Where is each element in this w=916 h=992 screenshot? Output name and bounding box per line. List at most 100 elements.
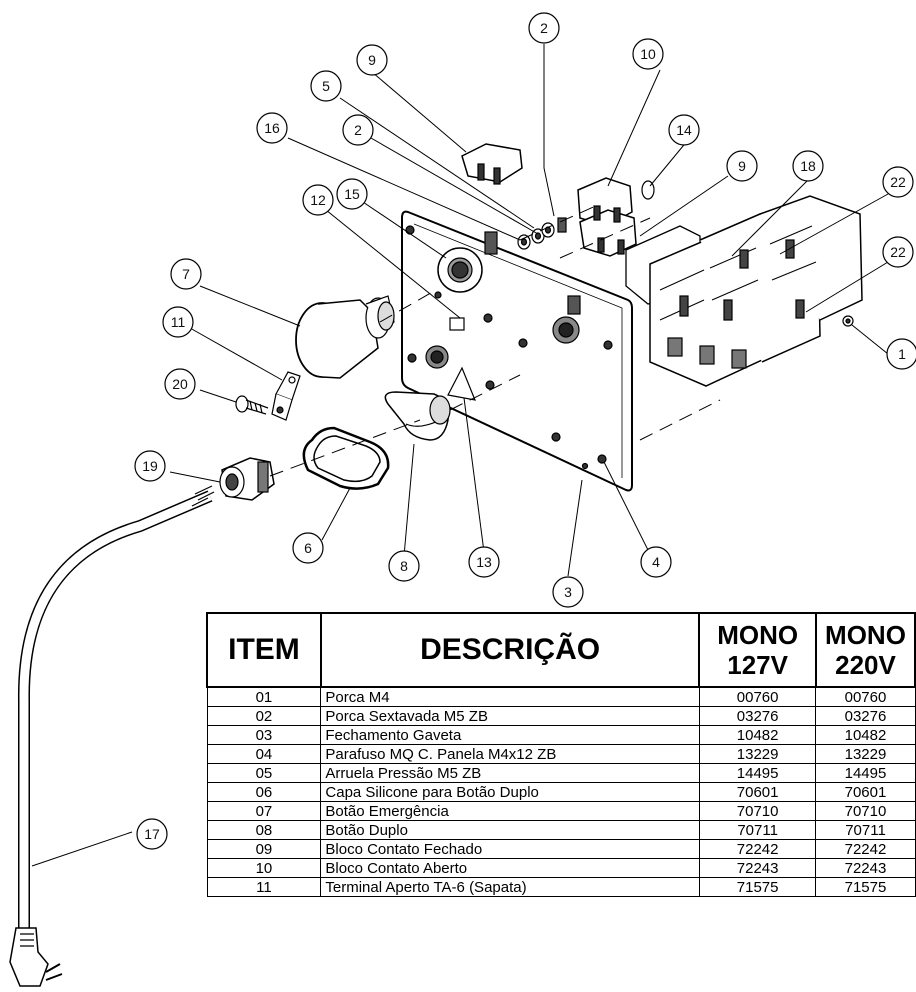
assembly-lines (269, 203, 721, 477)
item-balloon-circle (336, 178, 368, 210)
description-cell: Fechamento Gaveta (320, 725, 700, 745)
item-balloon-circle (164, 368, 196, 400)
item-balloon-number: 3 (564, 584, 572, 600)
item-balloon-number: 18 (800, 158, 816, 174)
contact-blocks-part (577, 177, 655, 257)
description-column-header: DESCRIÇÃO (319, 612, 701, 688)
mono-220v-header-line1: MONO (825, 620, 906, 650)
code-127v-cell: 70710 (698, 801, 817, 821)
item-balloon-circle (468, 546, 500, 578)
item-balloon-number: 22 (890, 174, 906, 190)
item-cell: 03 (206, 725, 322, 745)
item-balloon-number: 19 (142, 458, 158, 474)
item-balloon-circle (632, 38, 664, 70)
item-balloon: 9 (726, 150, 758, 182)
cable-gland-part (219, 457, 275, 501)
description-cell: Terminal Aperto TA-6 (Sapata) (320, 877, 700, 897)
code-127v-cell: 00760 (698, 686, 817, 707)
item-cell: 06 (206, 782, 322, 802)
item-balloon-number: 8 (400, 558, 408, 574)
item-balloon-circle (552, 576, 584, 608)
item-balloon: 14 (668, 114, 700, 146)
item-balloon-number: 2 (540, 20, 548, 36)
item-balloon-circle (170, 258, 202, 290)
code-127v-cell: 70711 (698, 820, 817, 840)
mono-127v-column-header: MONO 127V (698, 612, 817, 688)
item-balloon-number: 16 (264, 120, 280, 136)
code-220v-cell: 70601 (815, 782, 916, 802)
silicone-cap-part (302, 426, 390, 490)
item-balloon-circle (882, 166, 914, 198)
item-balloon: 13 (468, 546, 500, 578)
item-balloon: 12 (302, 184, 334, 216)
item-balloon-number: 14 (676, 122, 692, 138)
item-balloon: 19 (134, 450, 166, 482)
code-127v-cell: 70601 (698, 782, 817, 802)
double-button-part (384, 391, 451, 441)
item-balloon: 16 (256, 112, 288, 144)
item-balloon-number: 20 (172, 376, 188, 392)
item-balloon-number: 1 (898, 346, 906, 362)
item-balloon-circle (726, 150, 758, 182)
item-balloon-circle (388, 550, 420, 582)
item-cell: 08 (206, 820, 322, 840)
item-balloon: 15 (336, 178, 368, 210)
item-cell: 11 (206, 877, 322, 897)
item-balloon-number: 6 (304, 540, 312, 556)
code-127v-cell: 71575 (698, 877, 817, 897)
contactors-part (625, 195, 863, 387)
item-balloon: 2 (342, 114, 374, 146)
item-balloon-number: 9 (368, 52, 376, 68)
item-balloon-circle (134, 450, 166, 482)
item-balloon-circle (342, 114, 374, 146)
description-cell: Botão Duplo (320, 820, 700, 840)
code-220v-cell: 13229 (815, 744, 916, 764)
description-cell: Capa Silicone para Botão Duplo (320, 782, 700, 802)
item-balloon: 3 (552, 576, 584, 608)
item-balloon-circle (528, 12, 560, 44)
item-balloon-number: 4 (652, 554, 660, 570)
code-220v-cell: 14495 (815, 763, 916, 783)
item-balloon: 20 (164, 368, 196, 400)
code-220v-cell: 72242 (815, 839, 916, 859)
item-balloon-circle (668, 114, 700, 146)
description-cell: Botão Emergência (320, 801, 700, 821)
item-balloon-circle (310, 70, 342, 102)
code-220v-cell: 71575 (815, 877, 916, 897)
description-cell: Parafuso MQ C. Panela M4x12 ZB (320, 744, 700, 764)
item-balloon-circle (292, 532, 324, 564)
item-balloon-number: 11 (171, 314, 186, 330)
code-220v-cell: 03276 (815, 706, 916, 726)
code-127v-cell: 72243 (698, 858, 817, 878)
item-balloon: 6 (292, 532, 324, 564)
description-cell: Arruela Pressão M5 ZB (320, 763, 700, 783)
item-cell: 04 (206, 744, 322, 764)
item-balloon-number: 13 (476, 554, 492, 570)
description-cell: Bloco Contato Fechado (320, 839, 700, 859)
item-balloon-number: 10 (640, 46, 656, 62)
item-balloon-circle (882, 236, 914, 268)
item-cell: 07 (206, 801, 322, 821)
item-balloon: 22 (882, 236, 914, 268)
code-220v-cell: 70711 (815, 820, 916, 840)
item-balloon: 1 (886, 338, 916, 370)
description-cell: Bloco Contato Aberto (320, 858, 700, 878)
code-127v-cell: 13229 (698, 744, 817, 764)
code-220v-cell: 10482 (815, 725, 916, 745)
item-balloon-circle (356, 44, 388, 76)
code-220v-cell: 70710 (815, 801, 916, 821)
item-balloon-number: 7 (182, 266, 190, 282)
